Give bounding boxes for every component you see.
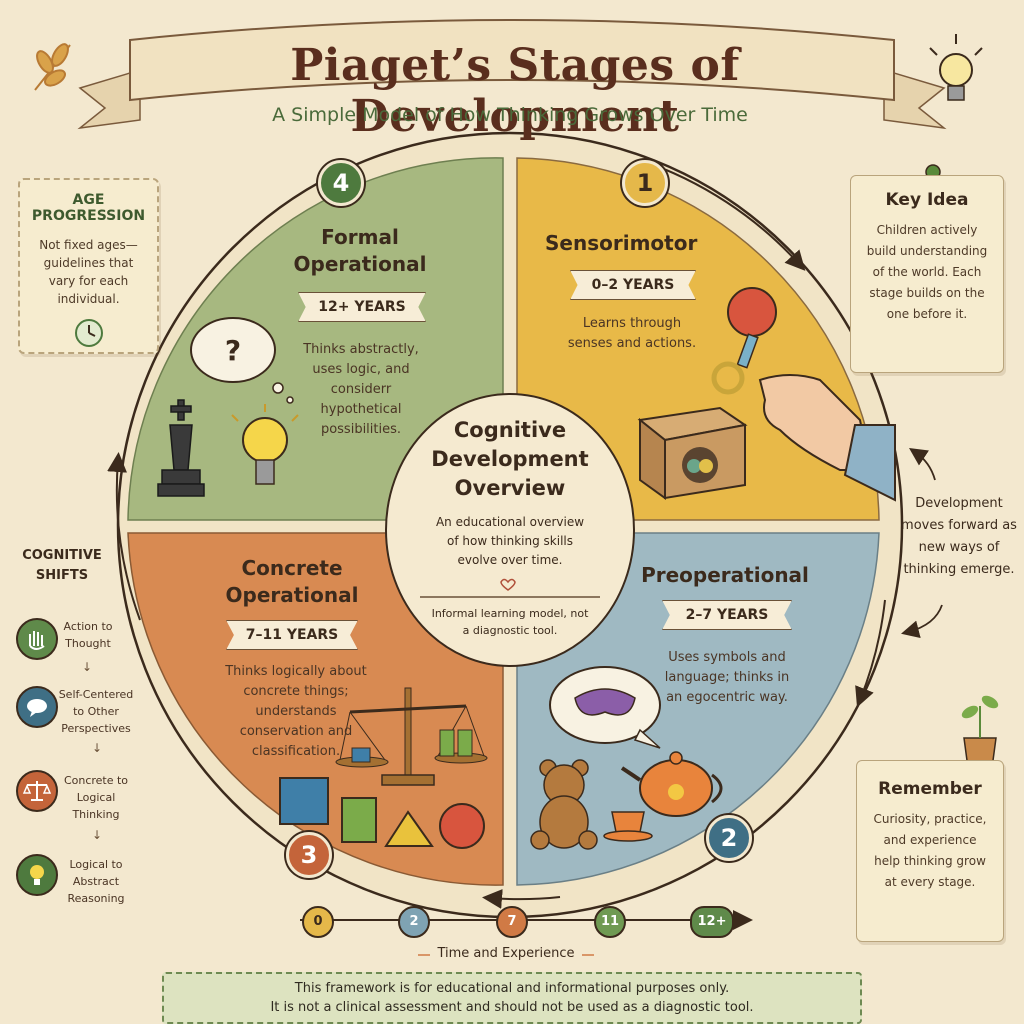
rattle-icon [711, 287, 777, 395]
chess-king-icon [157, 399, 205, 497]
clock-icon [74, 319, 103, 347]
development-arrows [901, 448, 943, 638]
stage-desc-preoperational: Uses symbols and language; thinks in an … [664, 650, 790, 705]
shape-box-icon [637, 406, 748, 500]
center-circle [385, 393, 635, 667]
disclaimer-footer: This framework is for educational and in… [162, 972, 862, 1024]
cognitive-shifts-title: COGNITIVE SHIFTS [22, 548, 102, 583]
stage-number-3: 3 [286, 832, 332, 878]
shift-hand-icon [16, 618, 58, 660]
shift-arrow-3: ↓ [91, 828, 103, 842]
teddy-bear-icon [530, 759, 598, 850]
page-subtitle: A Simple Model of How Thinking Grows Ove… [272, 104, 748, 126]
remember-text: Curiosity, practice, and experience help… [873, 812, 987, 889]
development-note: Development moves forward as new ways of… [901, 496, 1017, 577]
years-tag-preoperational: 2–7 YEARS [662, 600, 792, 630]
stage-desc-concrete-operational: Thinks logically about concrete things; … [225, 664, 367, 759]
shift-label-2: Self-Centered to Other Perspectives [58, 688, 134, 735]
shift-label-3: Concrete to Logical Thinking [63, 774, 129, 821]
thought-bubble-icon: ? [190, 317, 294, 404]
stage-title-formal-operational: Formal Operational [293, 225, 427, 276]
teacup-icon [603, 811, 653, 842]
shift-speech-bubble-icon [16, 686, 58, 728]
quadrant-preoperational [516, 532, 880, 886]
key-idea-text: Children actively build understanding of… [866, 223, 988, 321]
shift-arrow-2: ↓ [91, 741, 103, 755]
timeline-point-11: 11 [594, 906, 626, 938]
center-text: An educational overview of how thinking … [435, 515, 585, 567]
timeline-point-2: 2 [398, 906, 430, 938]
svg-text:?: ? [225, 334, 241, 367]
mask-speech-bubble-icon [549, 666, 661, 749]
age-progression-note: AGE PROGRESSION Not fixed ages—guideline… [18, 178, 159, 354]
plant-icon [961, 695, 999, 769]
key-idea-note: Key Idea Children actively build underst… [850, 175, 1004, 373]
heart-icon [500, 578, 516, 591]
shift-lightbulb-icon [16, 854, 58, 896]
age-progression-text: Not fixed ages—guidelines that vary for … [39, 238, 138, 306]
shift-label-4: Logical to Abstract Reasoning [67, 858, 125, 905]
timeline-point-7: 7 [496, 906, 528, 938]
quadrant-formal-operational [127, 157, 504, 521]
shift-scale-icon [16, 770, 58, 812]
years-tag-sensorimotor: 0–2 YEARS [570, 270, 696, 300]
teapot-icon [620, 751, 723, 817]
stage-number-2: 2 [706, 815, 752, 861]
balance-scale-icon [335, 687, 488, 786]
hand-icon [758, 374, 896, 502]
stage-title-concrete-operational: Concrete Operational [225, 556, 359, 607]
center-title: Cognitive Development Overview [431, 418, 589, 500]
shift-label-1: Action to Thought [63, 620, 113, 650]
leaf-sprig-icon [34, 43, 71, 91]
years-tag-concrete-operational: 7–11 YEARS [226, 620, 358, 650]
glowing-lightbulb-icon [231, 404, 299, 485]
remember-note: Remember Curiosity, practice, and experi… [856, 760, 1004, 942]
shift-arrow-1: ↓ [81, 660, 93, 674]
remember-title: Remember [878, 779, 982, 799]
timeline-label: Time and Experience [437, 946, 575, 961]
age-progression-title: AGE PROGRESSION [31, 192, 146, 224]
quadrant-concrete-operational [127, 532, 504, 886]
page-title: Piaget’s Stages of Development [290, 40, 740, 142]
stage-number-4: 4 [318, 160, 364, 206]
title-banner [77, 19, 947, 130]
stage-title-preoperational: Preoperational [641, 563, 809, 587]
footer-line-2: It is not a clinical assessment and shou… [270, 1000, 754, 1015]
timeline-point-0: 0 [302, 906, 334, 938]
footer-line-1: This framework is for educational and in… [294, 981, 730, 996]
blocks-icon [279, 777, 485, 849]
stage-desc-sensorimotor: Learns through senses and actions. [567, 316, 697, 351]
stage-number-1: 1 [622, 160, 668, 206]
stage-title-sensorimotor: Sensorimotor [545, 231, 698, 255]
key-idea-title: Key Idea [885, 190, 969, 210]
center-note: Informal learning model, not a diagnosti… [431, 607, 589, 637]
timeline-point-12-plus: 12+ [690, 906, 734, 938]
stage-desc-formal-operational: Thinks abstractly, uses logic, and consi… [303, 342, 419, 437]
years-tag-formal-operational: 12+ YEARS [298, 292, 426, 322]
lightbulb-icon [929, 34, 983, 101]
